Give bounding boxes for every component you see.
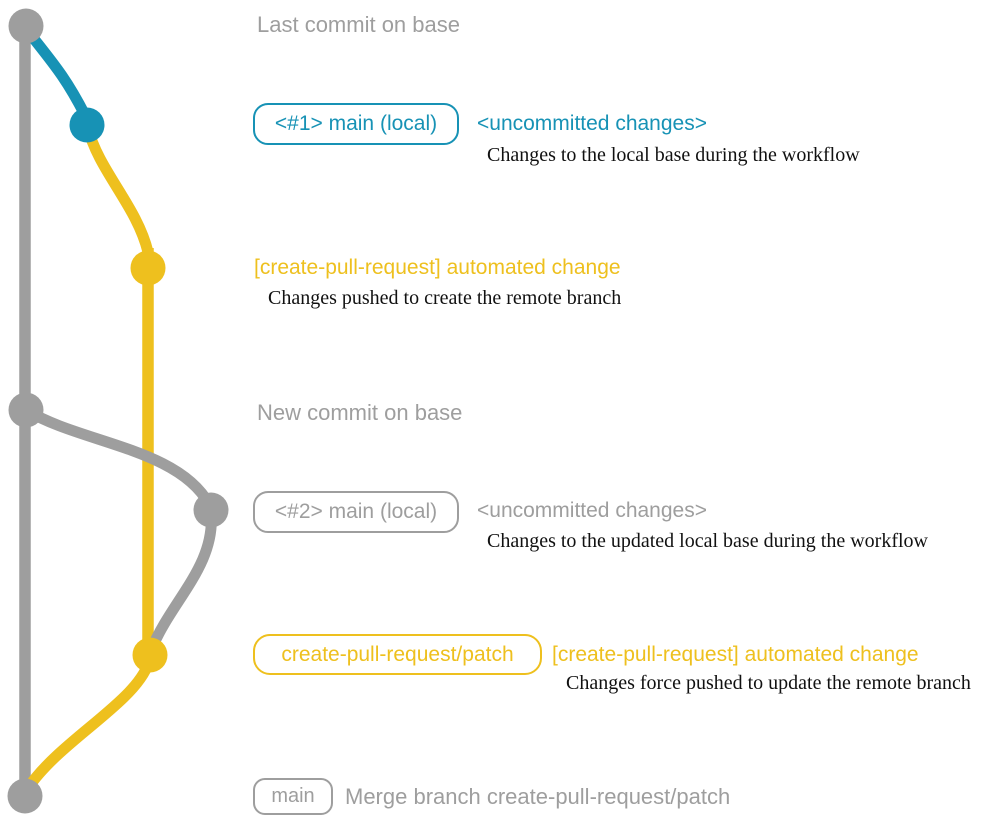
commit-node-patch-1 [130, 250, 166, 286]
label-last-commit-on-base: Last commit on base [257, 12, 460, 37]
uncommitted-changes-1-title: <uncommitted changes> [477, 112, 707, 135]
base-to-local1-edge [21, 24, 91, 121]
commit-node-merge [7, 778, 43, 814]
badge-patch-branch-label: create-pull-request/patch [281, 642, 514, 666]
local1-to-patch-edge [82, 122, 154, 258]
badge-main: main [253, 778, 333, 815]
commit-node-local-1 [69, 107, 105, 143]
badge-local-main-2-label: <#2> main (local) [274, 500, 438, 523]
local2-to-patch-edge [146, 506, 217, 654]
commit-node-local-2 [193, 492, 229, 528]
commit-node-base-last [8, 8, 44, 44]
badge-local-main-1-label: <#1> main (local) [274, 112, 438, 135]
badge-local-main-2: <#2> main (local) [253, 491, 459, 533]
uncommitted-changes-1-description: Changes to the local base during the wor… [487, 144, 860, 166]
commit-node-patch-2 [132, 637, 168, 673]
merge-commit-title: Merge branch create-pull-request/patch [345, 784, 731, 809]
patch-commit-2-description: Changes force pushed to update the remot… [566, 672, 971, 694]
patch-commit-2-title: [create-pull-request] automated change [552, 643, 919, 666]
badge-main-label: main [271, 785, 315, 807]
badge-patch-branch: create-pull-request/patch [253, 634, 542, 675]
patch-commit-1-title: [create-pull-request] automated change [254, 256, 621, 279]
label-new-commit-on-base: New commit on base [257, 400, 463, 425]
badge-local-main-1: <#1> main (local) [253, 103, 459, 145]
patch-commit-1-description: Changes pushed to create the remote bran… [268, 287, 622, 309]
commit-node-base-new [8, 392, 44, 428]
uncommitted-changes-2-description: Changes to the updated local base during… [487, 530, 928, 552]
base-to-local2-edge [20, 404, 215, 510]
patch-to-merge-edge [22, 652, 156, 794]
uncommitted-changes-2-title: <uncommitted changes> [477, 499, 707, 522]
